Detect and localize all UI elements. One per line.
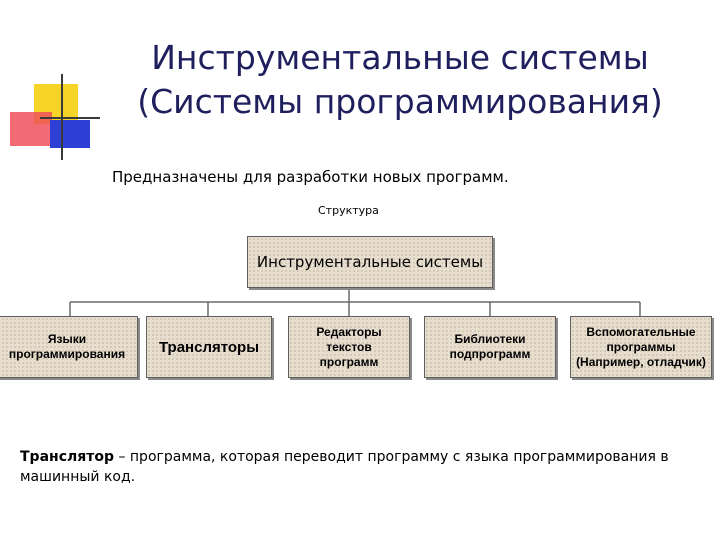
tree-node-label: Редакторы текстов программ <box>316 325 381 370</box>
tree-node-programming-languages: Языки программирования <box>0 316 138 378</box>
tree-node-auxiliary-programs: Вспомогательные программы (Например, отл… <box>570 316 712 378</box>
definition-text: – программа, которая переводит программу… <box>20 449 669 485</box>
tree-node-label: Вспомогательные программы (Например, отл… <box>576 325 706 370</box>
tree-node-translators: Трансляторы <box>146 316 272 378</box>
tree-node-label: Трансляторы <box>159 340 259 355</box>
tree-node-libraries: Библиотеки подпрограмм <box>424 316 556 378</box>
definition-term: Транслятор <box>20 449 114 465</box>
tree-root-box: Инструментальные системы <box>247 236 493 288</box>
tree-node-text-editors: Редакторы текстов программ <box>288 316 410 378</box>
tree-root-label: Инструментальные системы <box>257 253 483 271</box>
translator-definition: Транслятор – программа, которая переводи… <box>20 447 680 487</box>
tree-node-label: Библиотеки подпрограмм <box>450 332 531 362</box>
tree-node-label: Языки программирования <box>9 332 125 362</box>
